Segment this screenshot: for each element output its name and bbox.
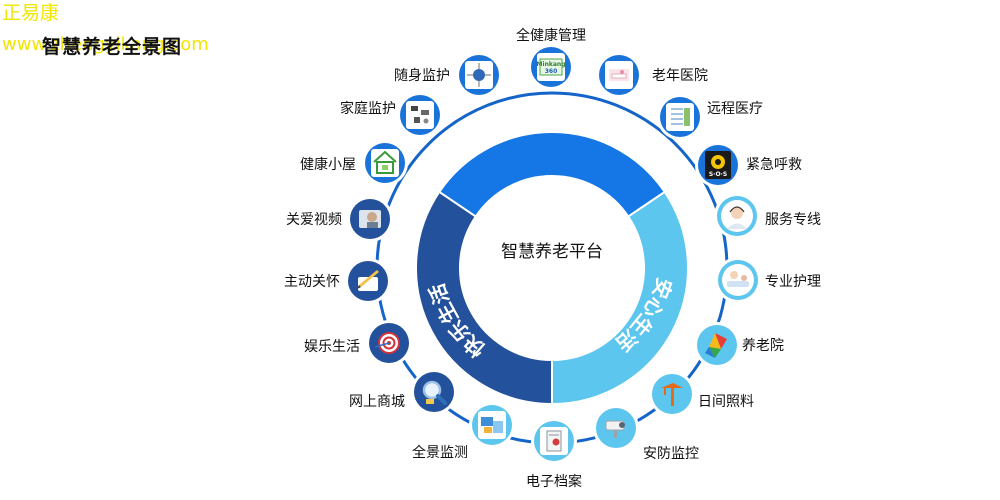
node-label: 服务专线	[765, 212, 821, 228]
center-disc	[460, 176, 644, 360]
service-node[interactable]: 关爱视频	[286, 196, 393, 242]
service-node[interactable]: 随身监护	[394, 52, 502, 98]
watermark-brand: 正易康	[2, 2, 60, 24]
nursing-care-icon	[722, 264, 754, 296]
page-title: 智慧养老全景图	[42, 36, 183, 58]
node-label: 老年医院	[652, 68, 708, 84]
care-video-icon	[359, 210, 381, 228]
service-node[interactable]: 日间照料	[649, 371, 754, 417]
home-monitoring-icon	[406, 101, 434, 129]
day-care-icon	[661, 383, 683, 406]
entertainment-icon	[374, 332, 400, 354]
active-care-icon	[357, 270, 379, 291]
svg-text:Minkang: Minkang	[537, 61, 566, 68]
nursing-home-icon	[705, 333, 727, 358]
center-title: 智慧养老平台	[501, 242, 603, 262]
node-label: 紧急呼救	[746, 157, 802, 173]
hospital-room-icon	[605, 61, 633, 89]
service-node[interactable]: 远程医疗	[657, 94, 763, 140]
node-label: 安防监控	[643, 446, 699, 462]
service-node[interactable]: 全景监测	[412, 402, 515, 461]
panoramic-monitoring-icon	[478, 411, 506, 439]
node-label: 日间照料	[698, 394, 754, 410]
node-label: 健康小屋	[300, 156, 356, 173]
node-label: 养老院	[742, 338, 784, 354]
service-node[interactable]: 家庭监护	[340, 92, 443, 138]
portable-monitor-icon	[465, 61, 493, 89]
service-node[interactable]: 专业护理	[715, 257, 821, 303]
watermark-url: www.zhengyikang.com	[2, 34, 209, 55]
svg-text:360: 360	[545, 68, 558, 75]
call-center-agent-icon	[721, 200, 753, 232]
service-node[interactable]: S·O·S 紧急呼救	[695, 142, 802, 188]
svg-text:S·O·S: S·O·S	[709, 171, 727, 178]
online-mall-icon	[422, 380, 447, 405]
service-node[interactable]: 安防监控	[593, 405, 699, 462]
node-label: 娱乐生活	[304, 339, 360, 355]
service-node[interactable]: 服务专线	[714, 193, 821, 239]
service-node[interactable]: 主动关怀	[284, 258, 391, 304]
service-node[interactable]: 网上商城	[349, 369, 457, 415]
node-label: 电子档案	[526, 473, 582, 490]
telemedicine-document-icon	[666, 103, 694, 131]
service-node[interactable]: 老年医院	[596, 52, 708, 98]
node-label: 随身监护	[394, 68, 450, 84]
service-node[interactable]: 养老院	[694, 322, 784, 368]
service-node[interactable]: 娱乐生活	[304, 320, 412, 366]
node-label: 远程医疗	[707, 101, 763, 117]
electronic-records-icon	[540, 427, 568, 455]
node-label: 全景监测	[412, 444, 468, 461]
service-node[interactable]: 电子档案	[526, 418, 582, 490]
node-label: 专业护理	[765, 274, 821, 290]
security-camera-icon	[605, 420, 625, 438]
node-label: 全健康管理	[516, 27, 586, 44]
health-cabin-icon	[371, 149, 399, 177]
service-node[interactable]: 健康小屋	[300, 140, 408, 186]
node-label: 主动关怀	[284, 274, 340, 290]
node-label: 家庭监护	[340, 100, 396, 117]
sos-alarm-icon: S·O·S	[705, 151, 731, 179]
node-label: 关爱视频	[286, 212, 342, 228]
node-label: 网上商城	[349, 394, 405, 410]
